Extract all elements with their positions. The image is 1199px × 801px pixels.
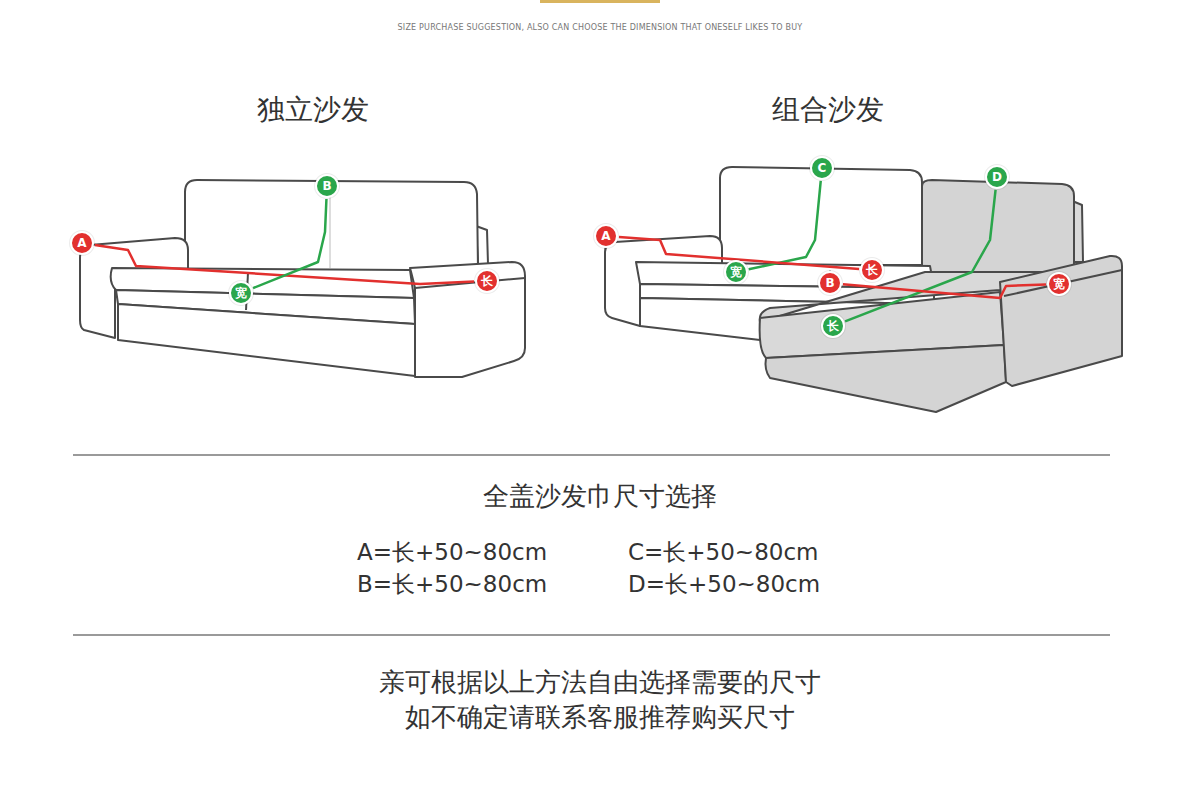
sectional-sofa bbox=[605, 167, 1122, 412]
sofa-heading: 组合沙发 bbox=[772, 91, 884, 129]
callout-circle: A bbox=[594, 224, 618, 248]
callout-letter: A bbox=[601, 230, 610, 242]
divider bbox=[73, 454, 1110, 456]
callout-letter: 长 bbox=[481, 275, 493, 287]
measure-line bbox=[843, 284, 1046, 298]
note: 亲可根据以上方法自由选择需要的尺寸 bbox=[379, 665, 821, 700]
callout-circle: B bbox=[315, 174, 339, 198]
callout-letter: 长 bbox=[827, 320, 839, 332]
callout-circle: 长 bbox=[860, 258, 884, 282]
sofa-heading: 独立沙发 bbox=[257, 91, 369, 129]
callout-circle: C bbox=[810, 156, 834, 180]
callout-letter: 长 bbox=[866, 264, 878, 276]
callout-circle: 长 bbox=[821, 314, 845, 338]
size-formula: D=长+50~80cm bbox=[628, 569, 820, 600]
callout-letter: A bbox=[77, 237, 86, 249]
callout-circle: 宽 bbox=[724, 260, 748, 284]
callout-letter: D bbox=[992, 171, 1002, 183]
measure-line bbox=[253, 199, 326, 288]
subtitle: SIZE PURCHASE SUGGESTION, ALSO CAN CHOOS… bbox=[398, 23, 803, 32]
callout-circle: B bbox=[818, 271, 842, 295]
size-formula: C=长+50~80cm bbox=[628, 537, 818, 568]
callout-circle: A bbox=[70, 231, 94, 255]
measure-line bbox=[749, 181, 821, 269]
callout-letter: 宽 bbox=[235, 287, 247, 299]
callout-letter: B bbox=[825, 277, 834, 289]
callout-circle: 宽 bbox=[229, 281, 253, 305]
top-bar bbox=[540, 0, 660, 3]
callout-letter: 宽 bbox=[1053, 278, 1065, 290]
measure-line bbox=[845, 190, 995, 321]
size-formula: A=长+50~80cm bbox=[357, 537, 547, 568]
title: 全盖沙发巾尺寸选择 bbox=[483, 479, 717, 514]
measure-line bbox=[95, 245, 474, 284]
divider bbox=[73, 634, 1110, 636]
callout-letter: 宽 bbox=[730, 266, 742, 278]
callout-circle: 长 bbox=[475, 269, 499, 293]
callout-circle: D bbox=[985, 165, 1009, 189]
callout-letter: C bbox=[818, 162, 827, 174]
callout-letter: B bbox=[322, 180, 331, 192]
callout-circle: 宽 bbox=[1047, 272, 1071, 296]
single-sofa bbox=[80, 180, 525, 377]
note: 如不确定请联系客服推荐购买尺寸 bbox=[405, 700, 795, 735]
size-formula: B=长+50~80cm bbox=[357, 569, 547, 600]
